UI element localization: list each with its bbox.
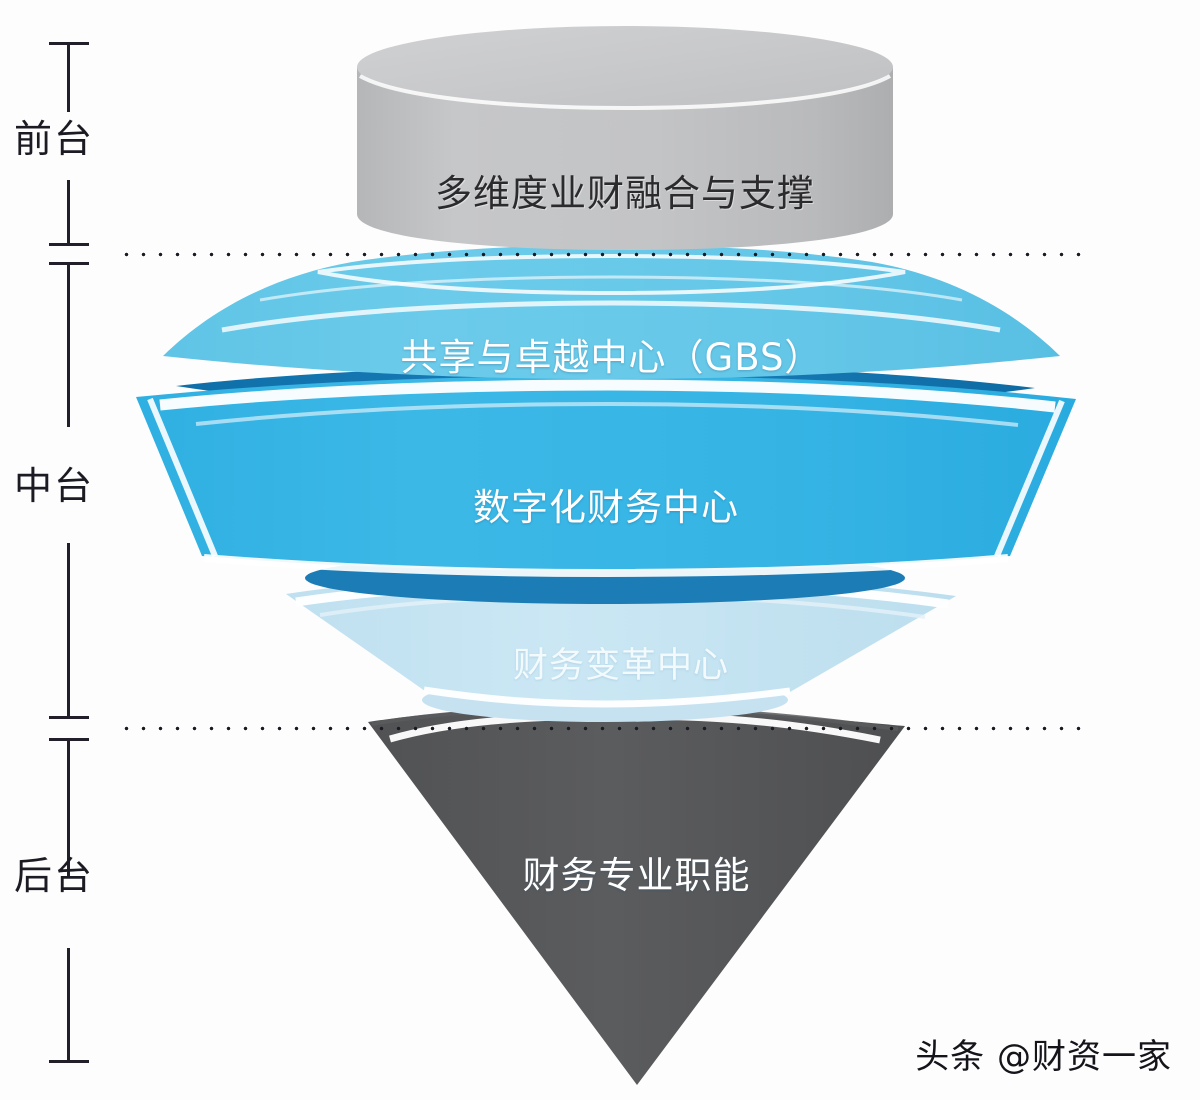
- axis-line-front-lower: [67, 180, 70, 245]
- watermark-text: 头条 @财资一家: [915, 1037, 1172, 1077]
- axis-bracket-group: 前台 中台 后台: [0, 0, 150, 1100]
- layer-shape-shared-excellence-center: [163, 245, 1060, 379]
- layer-shape-finance-transformation-center: [286, 575, 956, 722]
- axis-label-back-office: 后台: [14, 854, 95, 898]
- separator-front-middle: [118, 252, 1086, 257]
- axis-line-middle-lower: [67, 543, 70, 718]
- layer-shape-finance-professional-functions: [368, 705, 905, 1085]
- axis-cap-middle-bottom: [49, 716, 89, 719]
- axis-line-front-upper: [67, 42, 70, 112]
- axis-line-back-upper: [67, 738, 70, 878]
- axis-label-middle-office: 中台: [14, 464, 95, 508]
- axis-cap-back-bottom: [49, 1060, 89, 1063]
- separator-middle-back: [118, 726, 1086, 731]
- axis-cap-front-bottom: [49, 243, 89, 246]
- layer-shape-multi-dimensional-integration: [357, 26, 893, 250]
- axis-line-middle-upper: [67, 262, 70, 427]
- axis-label-front-office: 前台: [14, 117, 95, 161]
- axis-line-back-lower: [67, 948, 70, 1063]
- layer-shape-digital-finance-center: [136, 366, 1076, 604]
